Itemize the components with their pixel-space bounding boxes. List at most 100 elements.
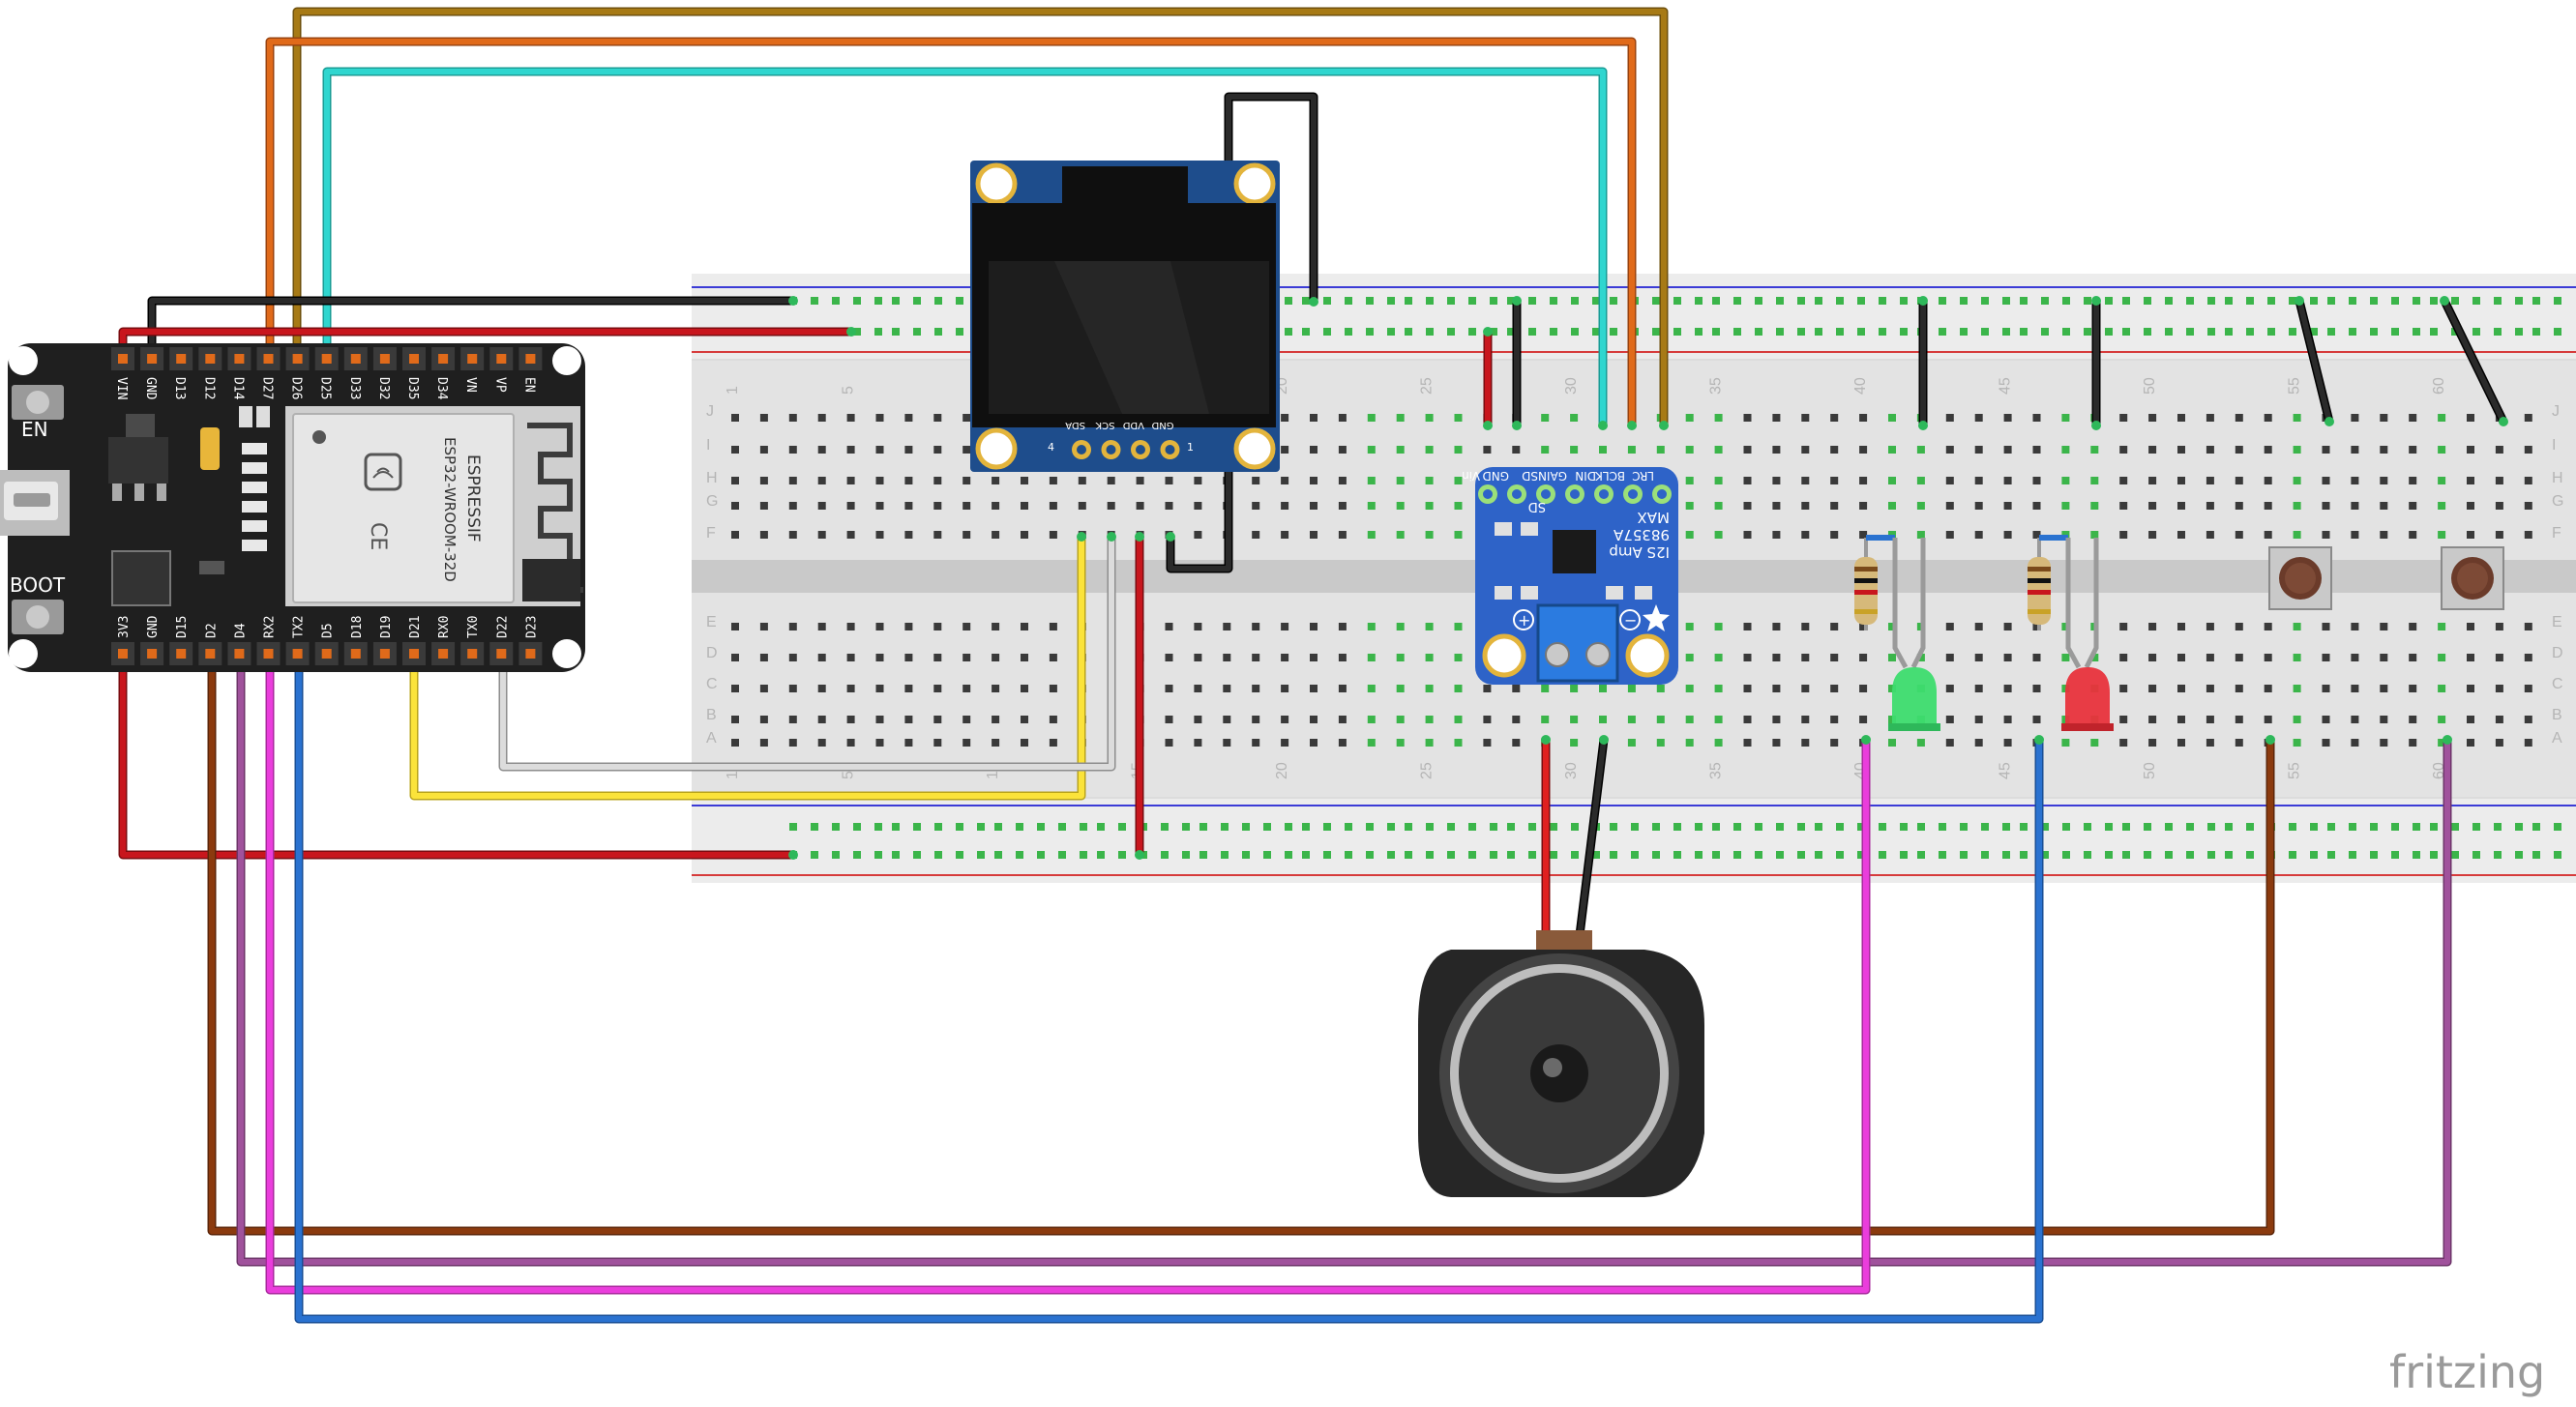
rail-hole[interactable] (1285, 823, 1292, 831)
breadboard-hole[interactable] (904, 654, 913, 661)
rail-hole[interactable] (934, 851, 942, 859)
breadboard-hole[interactable] (731, 685, 739, 692)
rail-hole[interactable] (1366, 851, 1374, 859)
rail-hole[interactable] (1879, 823, 1886, 831)
breadboard-hole[interactable] (1338, 739, 1347, 747)
rail-hole[interactable] (892, 328, 900, 336)
breadboard-hole[interactable] (1888, 685, 1896, 692)
rail-hole[interactable] (811, 851, 818, 859)
rail-hole[interactable] (1981, 328, 1989, 336)
rail-hole[interactable] (977, 851, 985, 859)
rail-hole[interactable] (1797, 851, 1805, 859)
breadboard-hole[interactable] (2495, 716, 2503, 723)
breadboard-hole[interactable] (2003, 477, 2012, 484)
breadboard-hole[interactable] (1310, 739, 1318, 747)
rail-hole[interactable] (892, 823, 900, 831)
rail-hole[interactable] (1571, 823, 1579, 831)
rail-hole[interactable] (1345, 823, 1352, 831)
breadboard-hole[interactable] (1165, 502, 1173, 510)
rail-hole[interactable] (1468, 328, 1476, 336)
breadboard-hole[interactable] (1310, 685, 1318, 692)
breadboard-hole[interactable] (1396, 502, 1405, 510)
breadboard-hole[interactable] (1367, 477, 1376, 484)
breadboard-hole[interactable] (1714, 623, 1723, 630)
rail-hole[interactable] (1836, 823, 1844, 831)
rail-hole[interactable] (1302, 297, 1310, 305)
breadboard-hole[interactable] (1194, 623, 1202, 630)
rail-hole[interactable] (1507, 328, 1515, 336)
breadboard-hole[interactable] (2524, 502, 2532, 510)
breadboard-hole[interactable] (1801, 502, 1810, 510)
rail-hole[interactable] (1263, 851, 1271, 859)
breadboard-hole[interactable] (2380, 446, 2388, 454)
breadboard-hole[interactable] (933, 477, 942, 484)
breadboard-hole[interactable] (2003, 623, 2012, 630)
rail-hole[interactable] (1285, 328, 1292, 336)
rail-hole[interactable] (1507, 823, 1515, 831)
breadboard-hole[interactable] (1945, 685, 1954, 692)
breadboard-hole[interactable] (1772, 502, 1781, 510)
rail-hole[interactable] (2165, 328, 2173, 336)
breadboard-hole[interactable] (1772, 685, 1781, 692)
rail-hole[interactable] (2391, 297, 2399, 305)
breadboard-hole[interactable] (1743, 414, 1752, 422)
breadboard-hole[interactable] (817, 477, 826, 484)
rail-hole[interactable] (1345, 328, 1352, 336)
breadboard-hole[interactable] (2351, 739, 2359, 747)
breadboard-hole[interactable] (2467, 739, 2474, 747)
breadboard-hole[interactable] (1743, 446, 1752, 454)
breadboard-hole[interactable] (2061, 654, 2070, 661)
rail-hole[interactable] (2349, 823, 2356, 831)
breadboard-hole[interactable] (1338, 623, 1347, 630)
breadboard-hole[interactable] (1945, 531, 1954, 539)
rail-hole[interactable] (1426, 823, 1434, 831)
breadboard-hole[interactable] (933, 414, 942, 422)
breadboard-hole[interactable] (2293, 414, 2301, 422)
rail-hole[interactable] (1571, 297, 1579, 305)
breadboard-hole[interactable] (1830, 446, 1839, 454)
breadboard-hole[interactable] (2177, 716, 2185, 723)
breadboard-hole[interactable] (2206, 446, 2214, 454)
pin-contact-icon[interactable] (118, 354, 128, 364)
rail-hole[interactable] (2413, 328, 2420, 336)
breadboard-hole[interactable] (2495, 502, 2503, 510)
rail-hole[interactable] (2430, 328, 2438, 336)
rail-hole[interactable] (2430, 823, 2438, 831)
breadboard-hole[interactable] (1310, 716, 1318, 723)
breadboard-hole[interactable] (788, 685, 797, 692)
rail-hole[interactable] (1836, 851, 1844, 859)
rail-hole[interactable] (892, 851, 900, 859)
breadboard-hole[interactable] (1859, 716, 1868, 723)
breadboard-hole[interactable] (2438, 685, 2446, 692)
breadboard-hole[interactable] (2409, 716, 2417, 723)
breadboard-hole[interactable] (2322, 654, 2330, 661)
rail-hole[interactable] (832, 851, 840, 859)
rail-hole[interactable] (2225, 851, 2233, 859)
rail-hole[interactable] (2002, 823, 2010, 831)
rail-hole[interactable] (2020, 851, 2028, 859)
breadboard-hole[interactable] (1859, 685, 1868, 692)
breadboard-hole[interactable] (846, 531, 855, 539)
breadboard-hole[interactable] (1281, 716, 1289, 723)
breadboard-hole[interactable] (1772, 654, 1781, 661)
rail-hole[interactable] (1285, 851, 1292, 859)
breadboard-hole[interactable] (1281, 414, 1289, 422)
pin-contact-icon[interactable] (321, 649, 332, 659)
rail-hole[interactable] (853, 328, 861, 336)
rail-hole[interactable] (2144, 328, 2151, 336)
breadboard-hole[interactable] (962, 446, 971, 454)
rail-hole[interactable] (2165, 851, 2173, 859)
breadboard-hole[interactable] (2264, 654, 2272, 661)
breadboard-hole[interactable] (2119, 414, 2128, 422)
rail-hole[interactable] (1058, 823, 1066, 831)
breadboard-hole[interactable] (2061, 414, 2070, 422)
breadboard-hole[interactable] (2380, 414, 2388, 422)
breadboard-hole[interactable] (904, 414, 913, 422)
rail-hole[interactable] (1939, 851, 1946, 859)
breadboard-hole[interactable] (2177, 502, 2185, 510)
rail-hole[interactable] (1631, 851, 1639, 859)
breadboard-hole[interactable] (1945, 477, 1954, 484)
breadboard-hole[interactable] (2264, 685, 2272, 692)
rail-hole[interactable] (2413, 823, 2420, 831)
breadboard-hole[interactable] (2495, 531, 2503, 539)
